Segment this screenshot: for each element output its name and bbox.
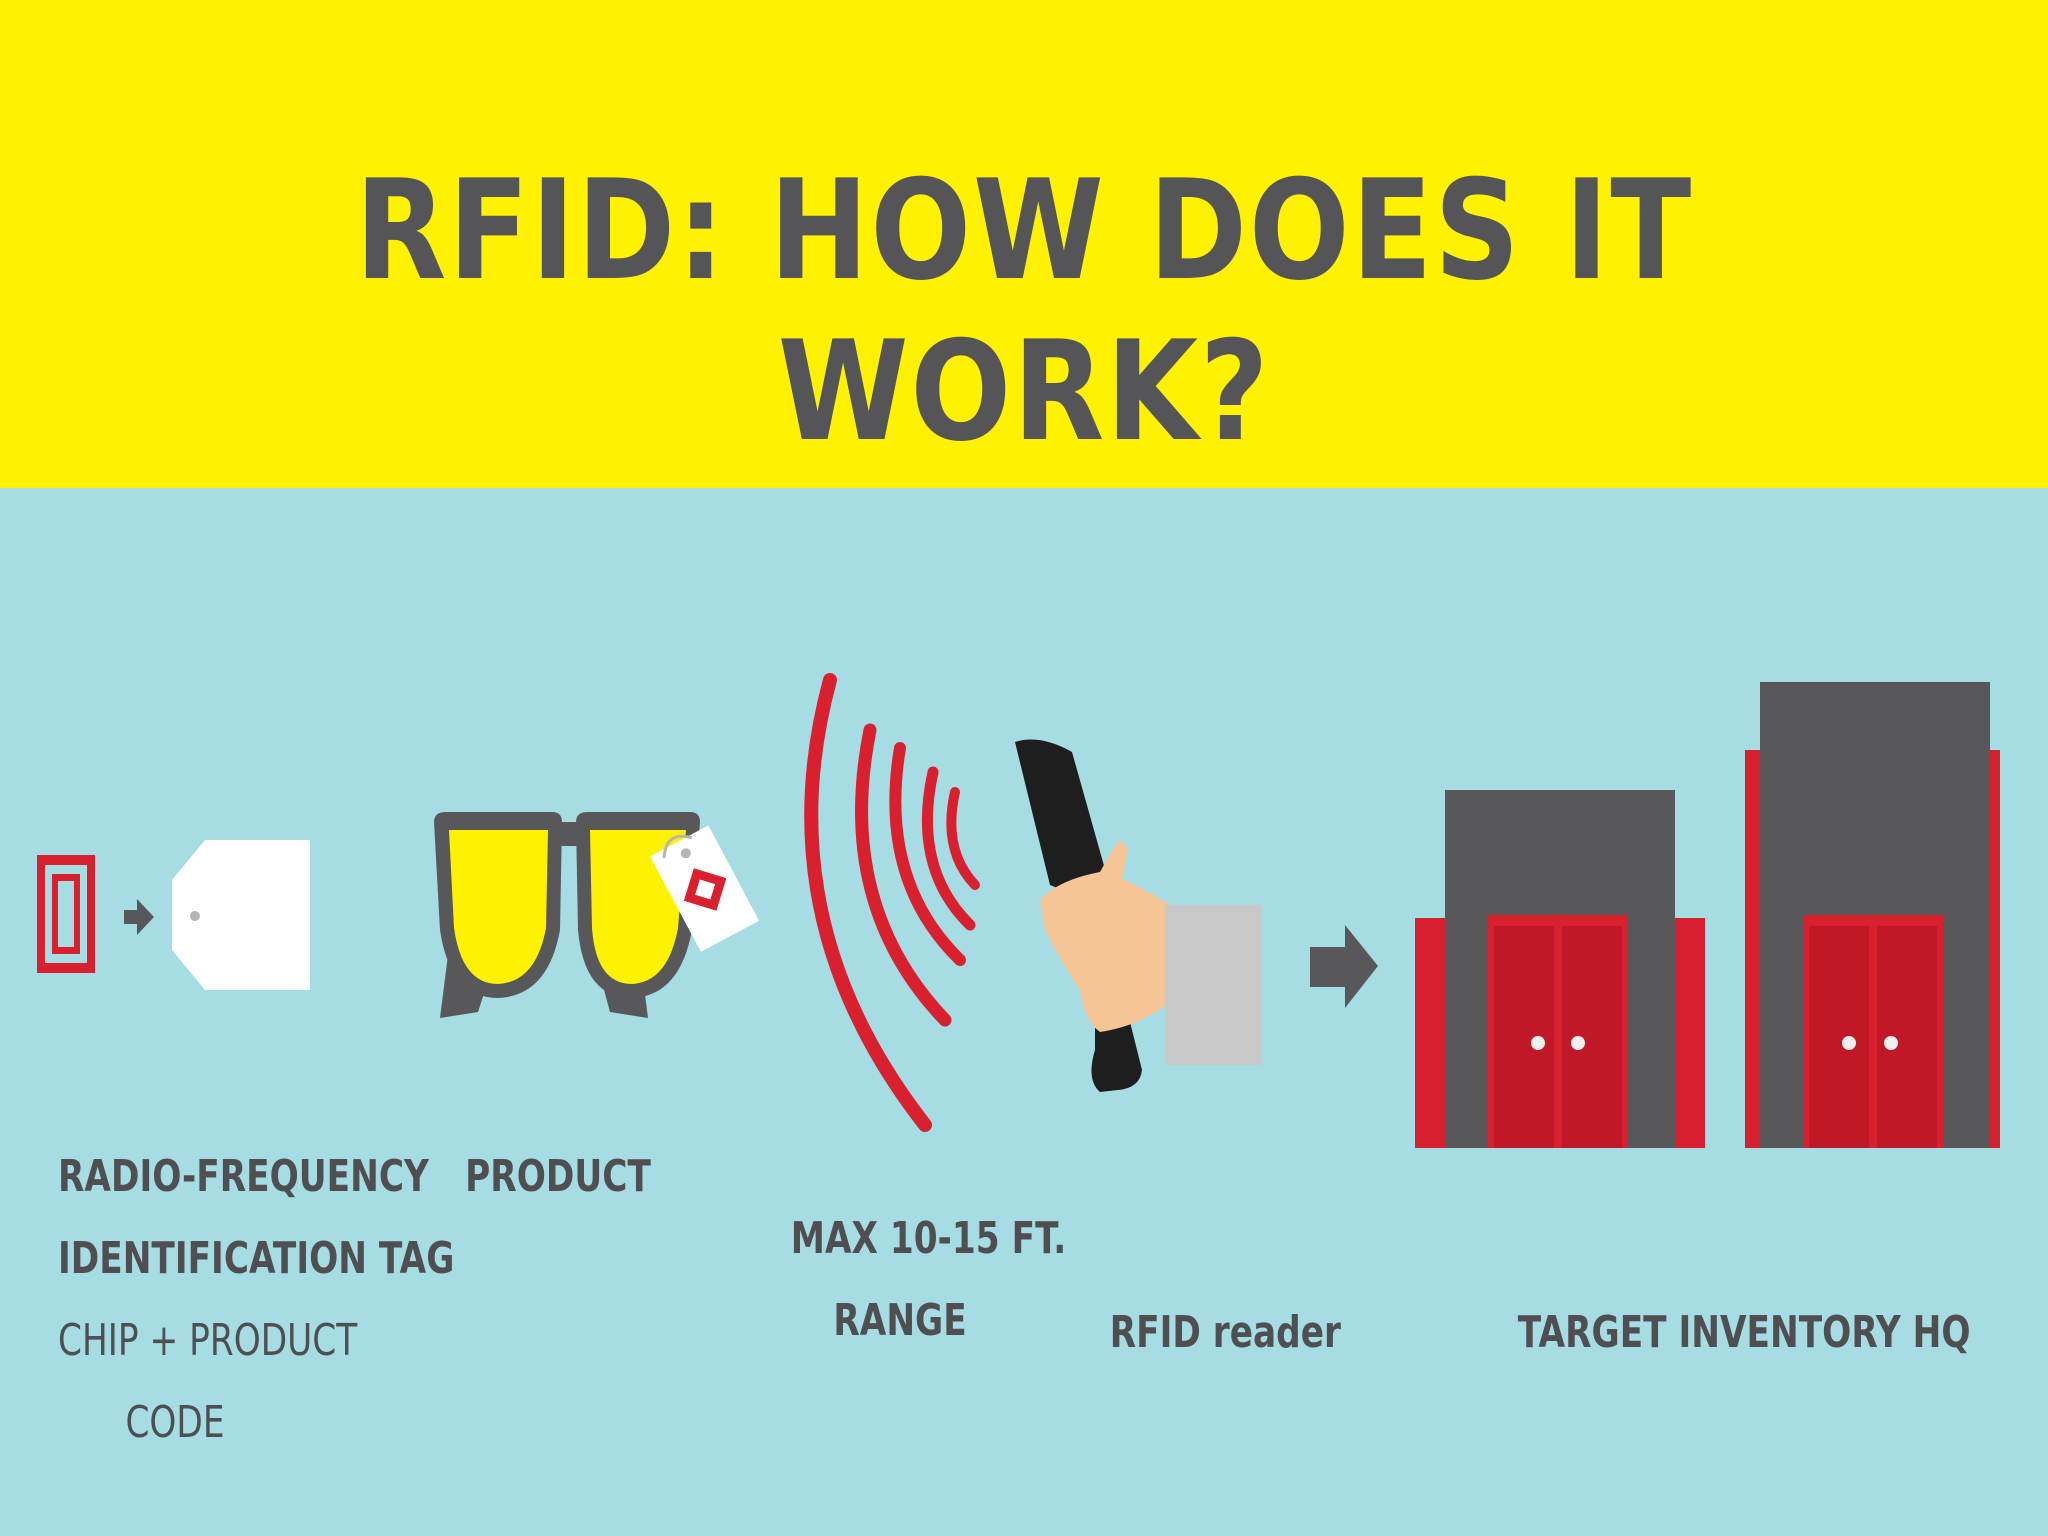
label-subline: CHIP + PRODUCT — [58, 1315, 358, 1366]
arrow-right-icon — [124, 899, 154, 935]
glasses-icon — [434, 812, 760, 1018]
label-line: TARGET INVENTORY HQ — [1517, 1307, 1971, 1358]
label-line: RANGE — [833, 1295, 967, 1346]
label-subline: CODE — [125, 1397, 225, 1448]
page-title: RFID: HOW DOES IT WORK? — [355, 150, 1693, 472]
label-line: PRODUCT — [465, 1151, 651, 1202]
arrow-right-icon — [1310, 925, 1378, 1008]
rfid-reader-icon — [1015, 739, 1261, 1092]
label-line: IDENTIFICATION TAG — [58, 1233, 455, 1284]
label-line: MAX 10-15 FT. — [790, 1213, 1067, 1264]
rfid-tag-icon — [37, 855, 95, 973]
label-rfid-tag: RADIO-FREQUENCY IDENTIFICATION TAG CHIP … — [58, 1136, 455, 1464]
title-banner — [0, 0, 2048, 488]
radio-waves-icon — [804, 673, 980, 1132]
label-line: RADIO-FREQUENCY — [58, 1151, 429, 1202]
label-range: MAX 10-15 FT. RANGE — [790, 1198, 1067, 1362]
label-product: PRODUCT — [464, 1136, 651, 1218]
label-line: RFID reader — [1109, 1307, 1341, 1358]
label-rfid-reader: RFID reader — [1109, 1292, 1341, 1374]
warehouse-icon — [1415, 682, 2000, 1148]
label-inventory-hq: TARGET INVENTORY HQ — [1517, 1292, 1971, 1374]
paper-tag-icon — [172, 840, 310, 990]
